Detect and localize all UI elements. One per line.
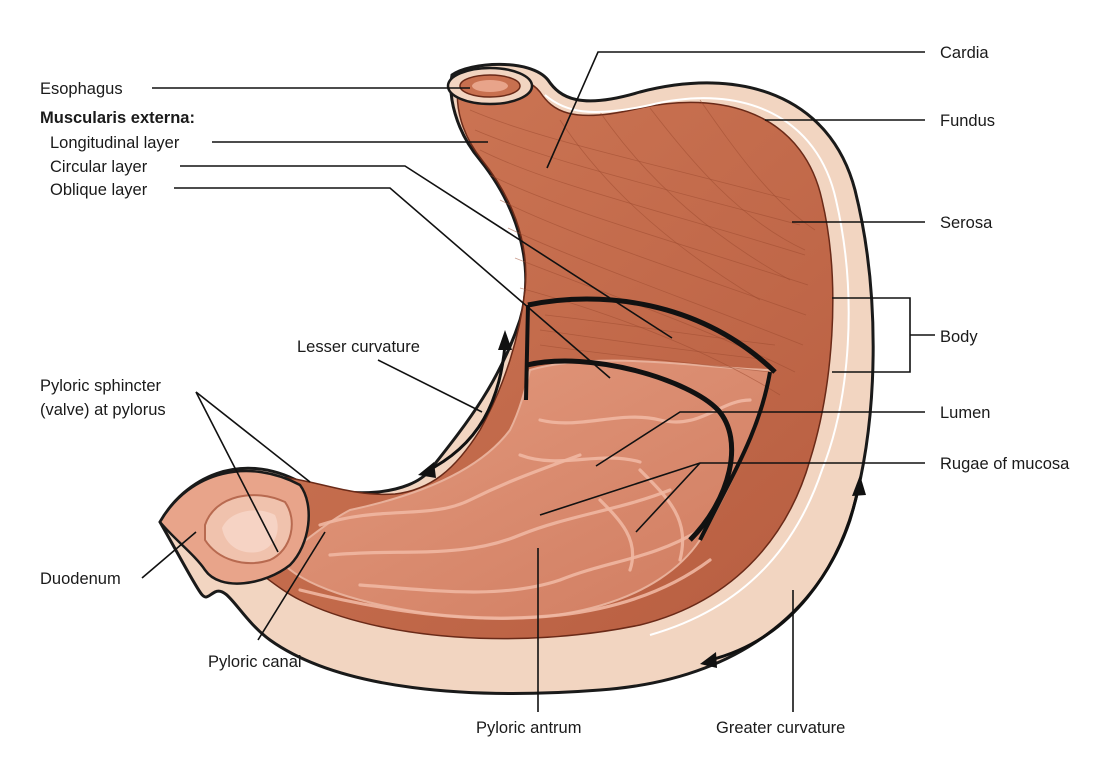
label-duodenum: Duodenum: [40, 570, 121, 588]
rugae-leader-b: [635, 462, 701, 533]
label-fundus: Fundus: [940, 112, 995, 130]
pyloric-sphincter-leader-b: [195, 391, 279, 553]
lesser-curvature-arrow[interactable]: [418, 330, 512, 478]
esophagus-opening: [446, 66, 534, 106]
label-serosa: Serosa: [940, 214, 993, 232]
pyloric-sphincter-leader-a: [195, 391, 311, 483]
body-bracket: [832, 297, 935, 373]
label-pyloric-antrum: Pyloric antrum: [476, 719, 581, 737]
circular-layer-cut-edge: [527, 296, 777, 374]
label-pyloric-canal: Pyloric canal: [208, 653, 302, 671]
label-circular-layer: Circular layer: [50, 158, 148, 176]
lumen-leader: [595, 411, 925, 467]
label-lumen: Lumen: [940, 404, 990, 422]
cardia-leader: [546, 51, 925, 169]
label-body: Body: [940, 328, 978, 346]
circular-layer-leader: [180, 165, 673, 339]
label-lesser-curvature: Lesser curvature: [297, 338, 420, 356]
serosa-line: [544, 94, 850, 636]
duodenum-cut: [158, 469, 310, 585]
duodenum-leader: [141, 531, 197, 579]
label-greater-curvature: Greater curvature: [716, 719, 845, 737]
label-oblique-layer: Oblique layer: [50, 181, 148, 199]
label-rugae-of-mucosa: Rugae of mucosa: [940, 455, 1070, 473]
oblique-layer-leader: [174, 187, 611, 379]
greater-curvature-arrow[interactable]: [700, 475, 866, 668]
rugae-folds: [298, 398, 752, 620]
pyloric-canal-leader: [257, 531, 326, 641]
label-esophagus: Esophagus: [40, 80, 123, 98]
layer-cut-left-edge: [524, 304, 530, 401]
label-pyloric-sphincter-2: (valve) at pylorus: [40, 401, 166, 419]
label-pyloric-sphincter-1: Pyloric sphincter: [40, 377, 162, 395]
label-cardia: Cardia: [940, 44, 989, 62]
lesser-curvature-leader: [377, 359, 483, 413]
mucosa-cut-edge: [698, 371, 772, 541]
label-muscularis-externa: Muscularis externa:: [40, 109, 195, 127]
label-longitudinal-layer: Longitudinal layer: [50, 134, 180, 152]
